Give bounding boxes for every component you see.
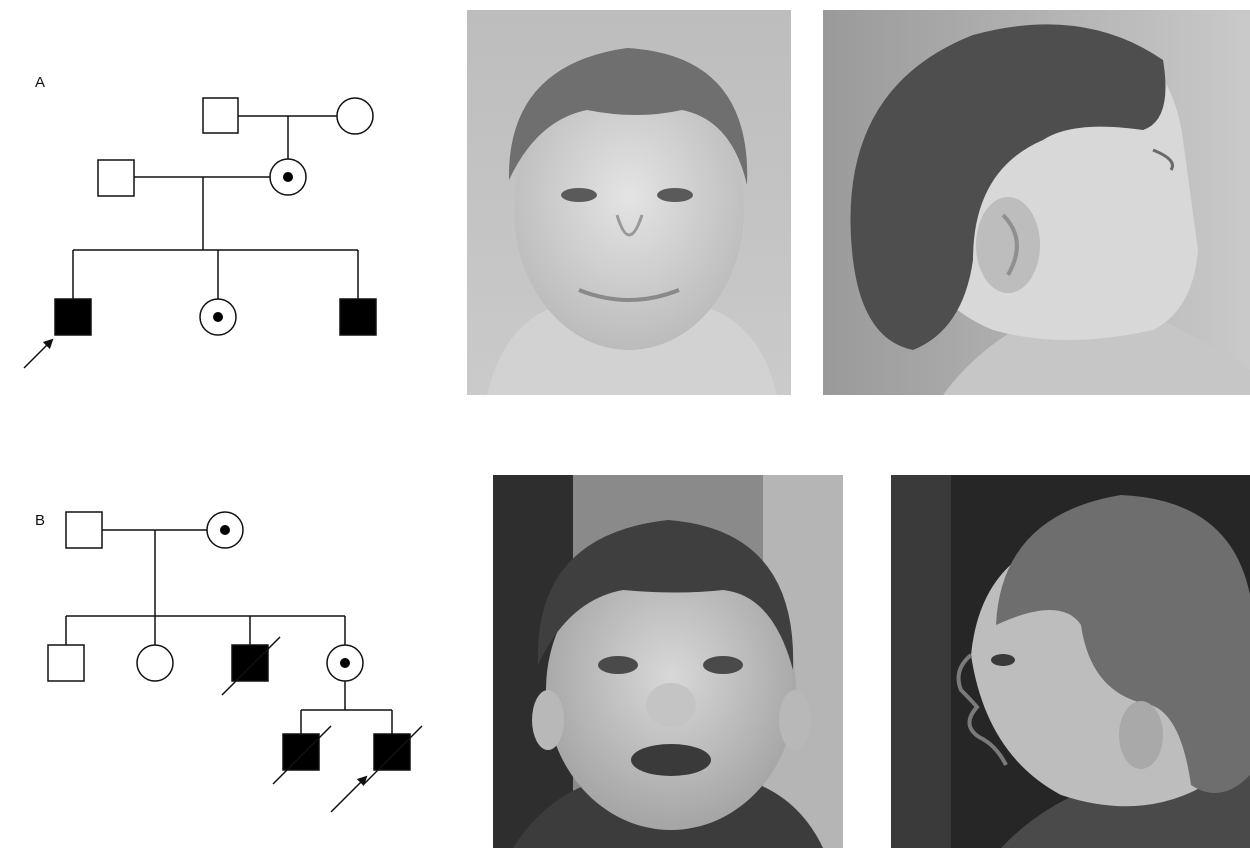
pedigree-b-i1-male (66, 512, 102, 548)
pedigree-b-ii2-female (137, 645, 173, 681)
pedigree-a-ii1-male (98, 160, 134, 196)
photo-b-frontal-view (493, 475, 843, 848)
carrier-dot (283, 172, 293, 182)
carrier-dot (220, 525, 230, 535)
carrier-dot (340, 658, 350, 668)
carrier-dot (213, 312, 223, 322)
proband-arrow (24, 340, 52, 368)
pedigree-b-ii1-male (48, 645, 84, 681)
proband-arrow (331, 777, 366, 812)
pedigree-a-i2-female (337, 98, 373, 134)
pedigree-b-iii1-affected-deceased-male (283, 734, 319, 770)
pedigree-a-iii3-affected-male (340, 299, 376, 335)
pedigree-b-ii3-affected-deceased-male (232, 645, 268, 681)
pedigree-a-iii1-affected-male (55, 299, 91, 335)
pedigree-b (48, 512, 422, 812)
photo-a-frontal-view (467, 10, 791, 395)
photo-b-profile-view (891, 475, 1250, 848)
pedigree-b-iii2-affected-deceased-male (374, 734, 410, 770)
pedigree-diagrams (0, 0, 460, 848)
pedigree-a-i1-male (203, 98, 238, 133)
photo-a-profile-view (823, 10, 1250, 395)
pedigree-a (24, 98, 376, 368)
